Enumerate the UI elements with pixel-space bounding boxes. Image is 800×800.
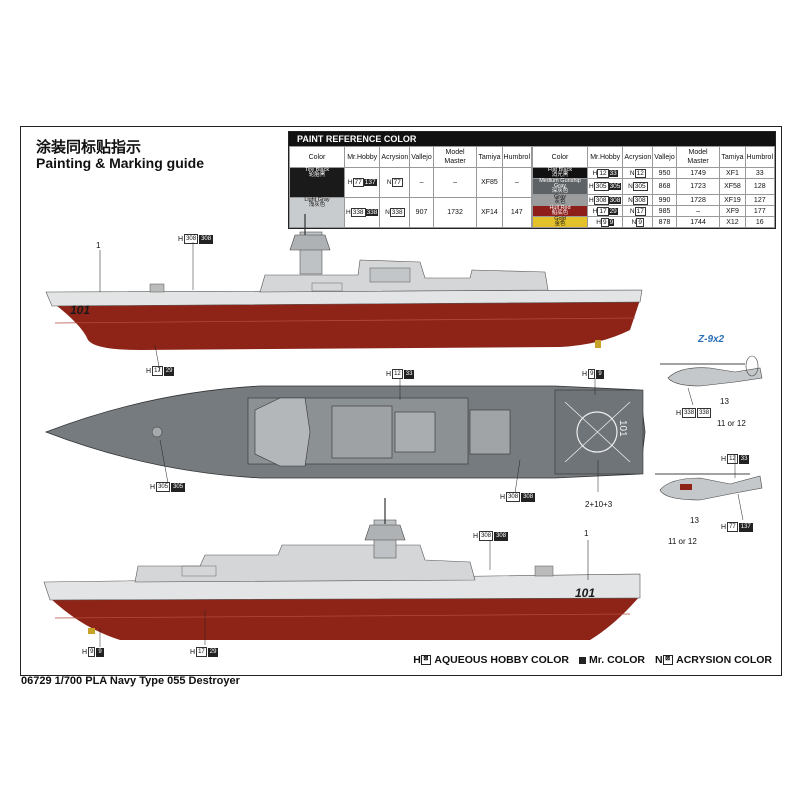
- part-number-bottom: 1: [584, 529, 589, 538]
- mm-code: 1744: [675, 216, 721, 228]
- color-name-cn: 轮胎黑: [308, 172, 326, 178]
- color-name-cn: 深灰色: [551, 188, 569, 194]
- color-name-cn: 船底色: [551, 210, 569, 216]
- side-view-bottom: 101: [43, 498, 641, 640]
- left-col-header: Humbrol: [501, 146, 533, 168]
- color-name-cn: 金色: [554, 221, 566, 227]
- color-name-cn: 消光黑: [551, 172, 569, 178]
- superstructure-bottom: [134, 544, 476, 583]
- vallejo-code: 878: [652, 216, 677, 228]
- color-name: Gray: [554, 194, 566, 200]
- legend-acrysion: N⊠ ACRYSION COLOR: [655, 654, 772, 666]
- color-name: Tire Black: [304, 167, 330, 173]
- right-col-header: Mr.Hobby: [586, 146, 624, 168]
- hull-number-bottom: 101: [575, 586, 595, 600]
- paint-table-heading: PAINT REFERENCE COLOR: [289, 132, 775, 146]
- humbrol-code: 147: [501, 197, 533, 228]
- tamiya-code: XF14: [476, 197, 503, 228]
- mm-code: 1732: [432, 197, 478, 228]
- right-col-header: Humbrol: [744, 146, 776, 168]
- color-name-cn: 灰色: [554, 199, 566, 205]
- heli-front-11: 11 or 12: [668, 537, 697, 546]
- vallejo-code: 907: [409, 197, 434, 228]
- helicopter-title: Z-9x2: [698, 334, 725, 345]
- hull-red-bottom: [50, 596, 640, 640]
- helicopter-front: [655, 473, 763, 501]
- legend-mr: Mr. COLOR: [578, 654, 645, 666]
- vallejo-code: –: [409, 167, 434, 198]
- humbrol-code: 16: [744, 216, 776, 228]
- kit-title: 06729 1/700 PLA Navy Type 055 Destroyer: [21, 675, 240, 687]
- side-view-top: 101: [45, 214, 643, 350]
- tamiya-code: X12: [719, 216, 746, 228]
- hull-red-top: [52, 300, 640, 350]
- color-name-cn: 浅灰色: [308, 202, 326, 208]
- title-chinese: 涂装同标贴指示: [36, 138, 142, 156]
- decal-number: 2+10+3: [585, 500, 613, 509]
- color-name: Hull Red: [549, 205, 571, 211]
- plan-view: 101: [44, 385, 646, 479]
- color-name: Light Gray: [304, 197, 330, 203]
- part-number-top: 1: [96, 241, 101, 250]
- heli-side-11: 11 or 12: [717, 419, 746, 428]
- hull-number-top: 101: [70, 303, 90, 317]
- legend-aqueous: H⊠ AQUEOUS HOBBY COLOR: [413, 654, 569, 666]
- color-name: Medium Gunship Gray: [539, 178, 581, 189]
- leader-lines: [99, 242, 744, 647]
- title-english: Painting & Marking guide: [36, 155, 205, 171]
- svg-text:101: 101: [617, 420, 628, 437]
- color-legend: H⊠ AQUEOUS HOBBY COLOR Mr. COLOR N⊠ ACRY…: [413, 654, 772, 666]
- heli-side-13: 13: [720, 397, 729, 406]
- color-name: Flat Black: [547, 167, 573, 173]
- helicopter-side: [660, 355, 763, 387]
- color-name: Gold: [554, 216, 566, 222]
- heli-front-13: 13: [690, 516, 699, 525]
